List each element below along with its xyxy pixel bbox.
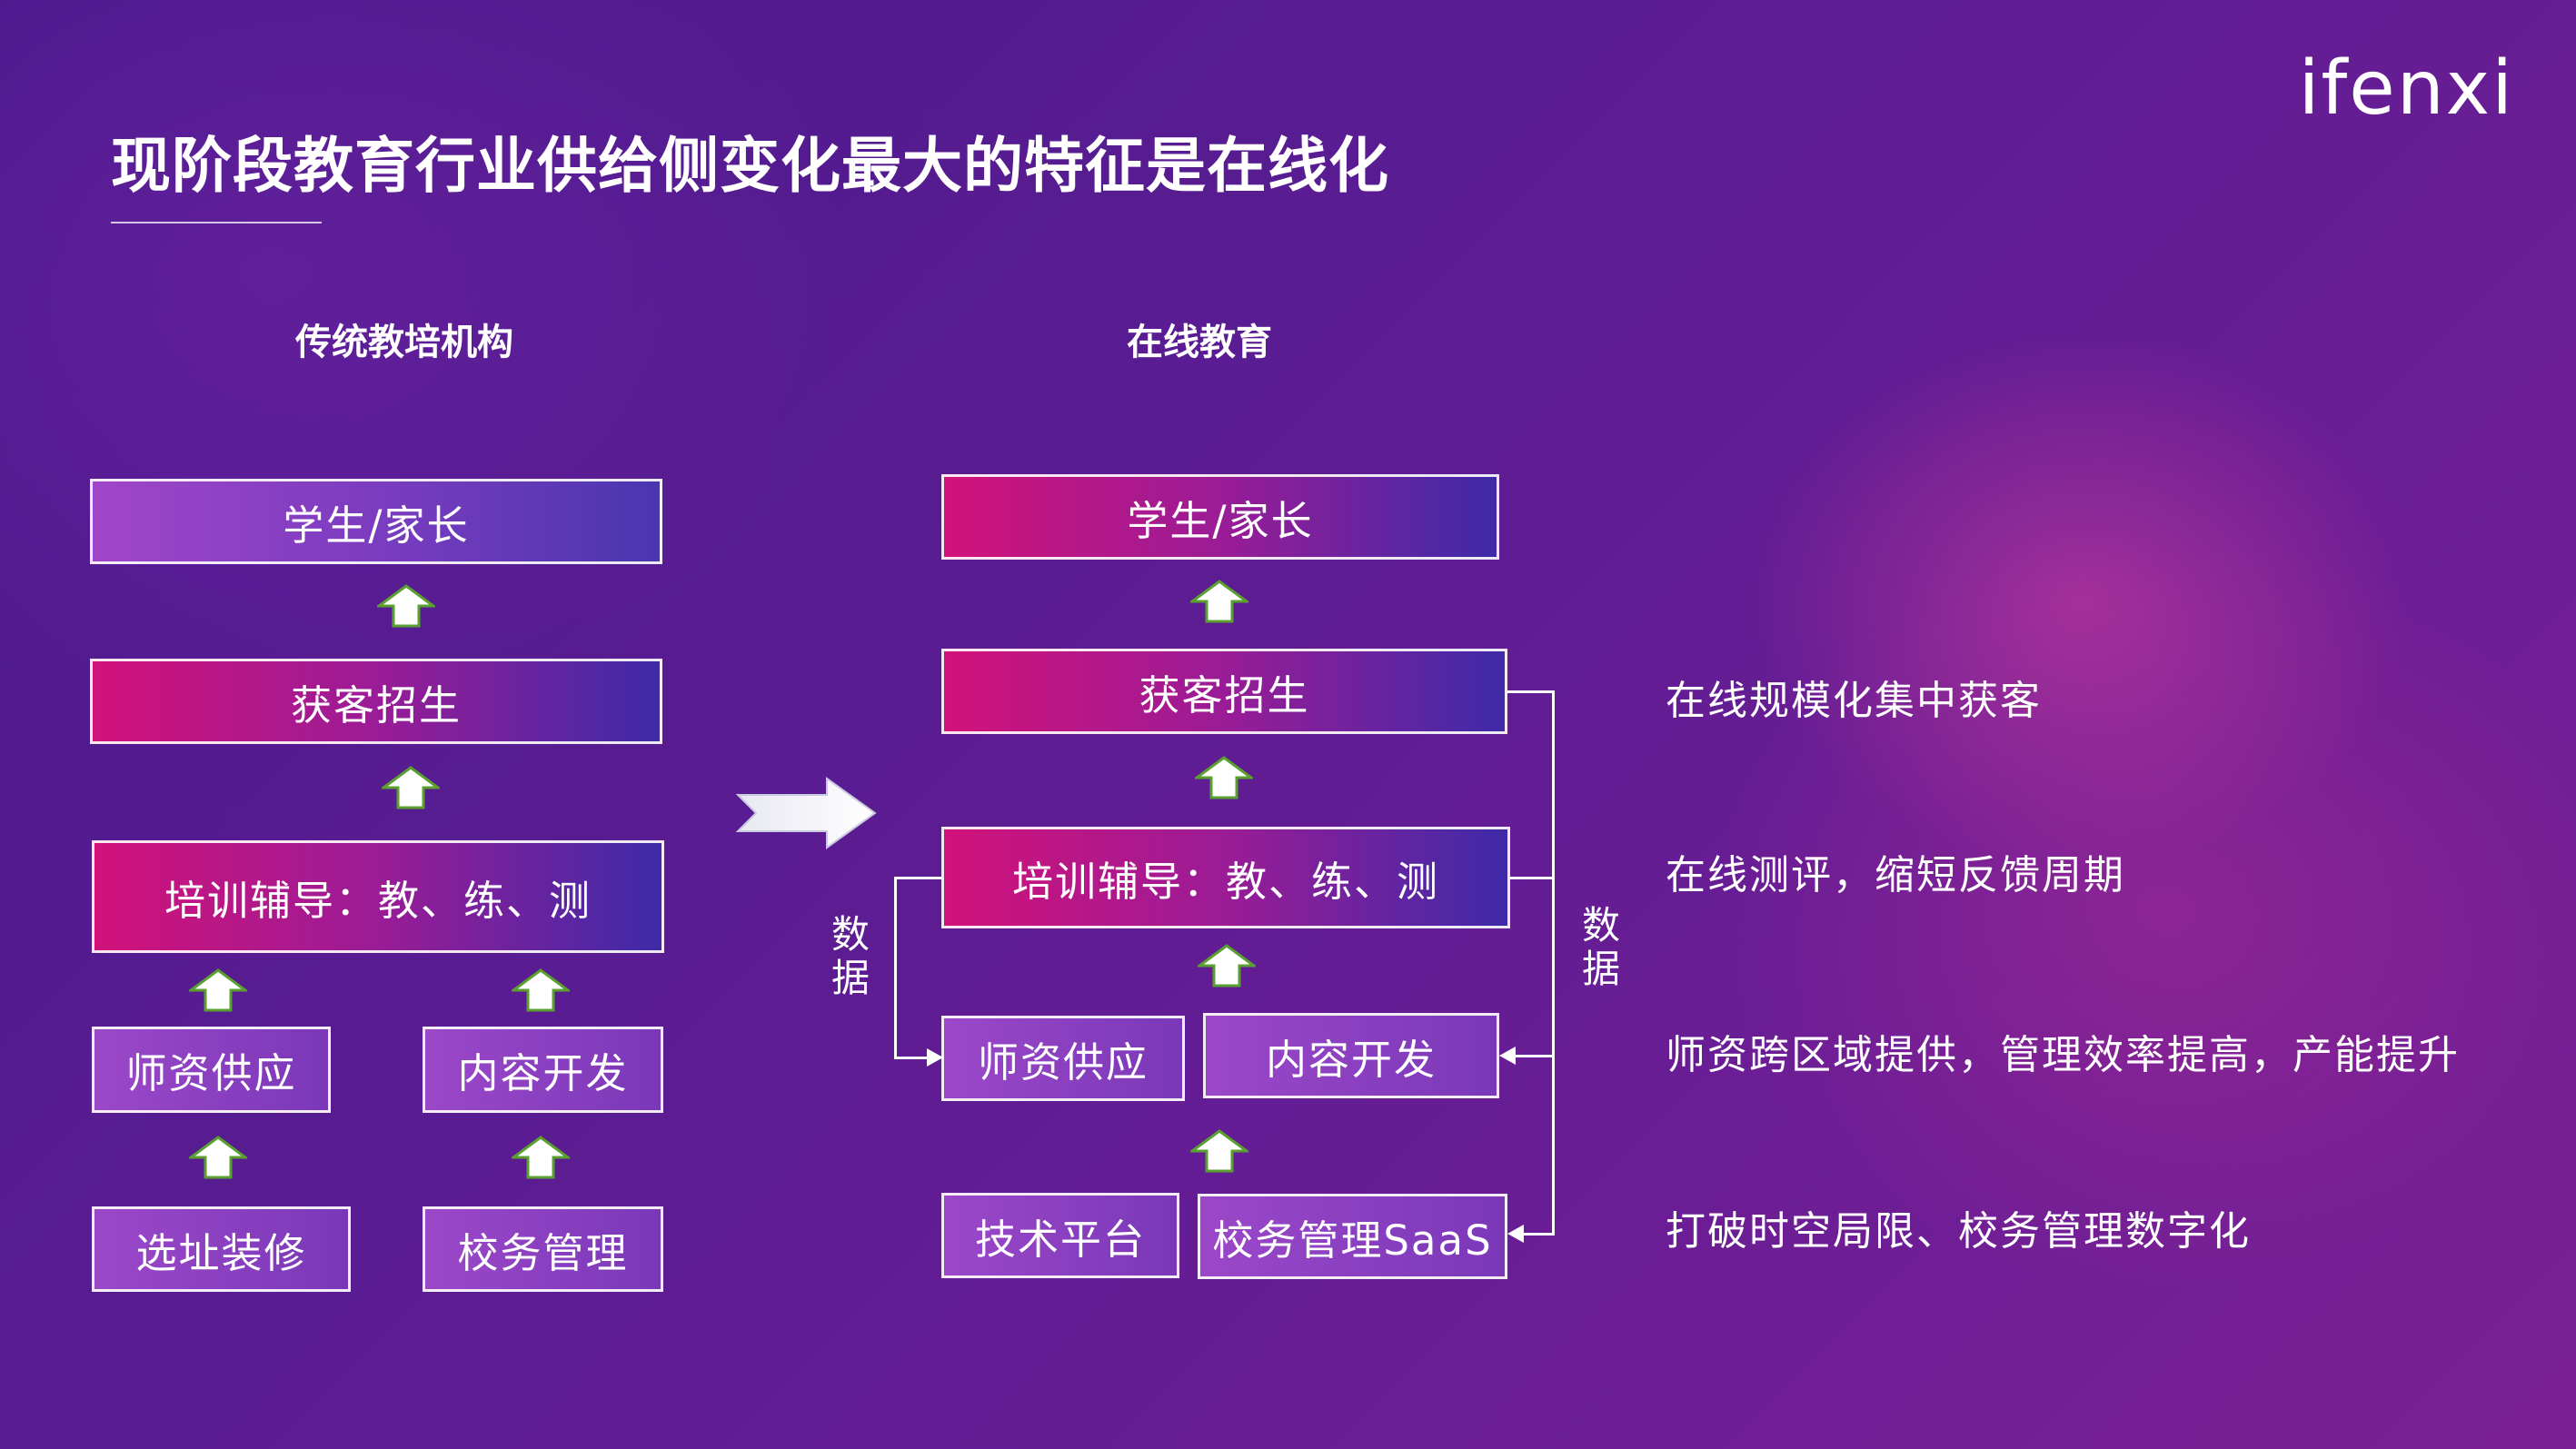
right-acquire-label: 获客招生 xyxy=(1139,670,1310,720)
right-saas-box: 校务管理SaaS xyxy=(1198,1194,1507,1279)
right-student-label: 学生/家长 xyxy=(1127,496,1314,545)
right-tech-label: 技术平台 xyxy=(974,1215,1146,1264)
data-connector-right-saas xyxy=(1524,1233,1555,1236)
up-arrow-icon xyxy=(189,968,247,1012)
up-arrow-icon xyxy=(512,968,570,1012)
left-admin-box: 校务管理 xyxy=(423,1206,663,1292)
right-saas-label: 校务管理SaaS xyxy=(1212,1216,1493,1265)
right-acquire-box: 获客招生 xyxy=(941,649,1507,734)
arrowhead-icon xyxy=(927,1048,943,1067)
up-arrow-icon xyxy=(189,1136,247,1179)
left-acquire-box: 获客招生 xyxy=(90,659,662,744)
right-tech-box: 技术平台 xyxy=(941,1193,1179,1278)
title-underline xyxy=(111,222,322,223)
right-teacher-label: 师资供应 xyxy=(977,1037,1149,1087)
note-assessment: 在线测评，缩短反馈周期 xyxy=(1666,852,2125,898)
right-teacher-box: 师资供应 xyxy=(941,1016,1185,1101)
left-student-box: 学生/家长 xyxy=(90,479,662,564)
right-student-box: 学生/家长 xyxy=(941,474,1499,560)
note-acquire: 在线规模化集中获客 xyxy=(1666,678,2042,724)
left-teach-label: 培训辅导：教、练、测 xyxy=(164,876,592,925)
right-arrow-icon xyxy=(736,777,877,849)
data-connector-left-bottom xyxy=(894,1057,930,1059)
left-teacher-label: 师资供应 xyxy=(125,1049,297,1097)
up-arrow-icon xyxy=(1190,580,1248,623)
page-title: 现阶段教育行业供给侧变化最大的特征是在线化 xyxy=(111,131,1389,201)
note-teachers: 师资跨区域提供，管理效率提高，产能提升 xyxy=(1666,1032,2460,1078)
left-site-box: 选址装修 xyxy=(92,1206,351,1292)
up-arrow-icon xyxy=(1190,1129,1248,1173)
data-connector-right-top xyxy=(1507,690,1555,693)
left-site-label: 选址装修 xyxy=(135,1228,307,1277)
left-student-label: 学生/家长 xyxy=(283,501,470,550)
left-teacher-box: 师资供应 xyxy=(92,1027,331,1113)
data-label-left: 数 据 xyxy=(830,912,870,1000)
up-arrow-icon xyxy=(1195,756,1253,799)
up-arrow-icon xyxy=(1198,944,1256,988)
data-connector-right-content xyxy=(1516,1055,1555,1057)
up-arrow-icon xyxy=(512,1136,570,1179)
data-connector-left-top xyxy=(894,877,941,879)
left-column-heading: 传统教培机构 xyxy=(295,322,513,363)
left-teach-box: 培训辅导：教、练、测 xyxy=(92,840,664,953)
left-acquire-label: 获客招生 xyxy=(290,680,462,729)
arrowhead-icon xyxy=(1507,1225,1524,1243)
right-content-label: 内容开发 xyxy=(1265,1035,1437,1084)
brand-logo: ifenxi xyxy=(2298,45,2514,132)
right-teach-box: 培训辅导：教、练、测 xyxy=(941,827,1510,928)
note-admin: 打破时空局限、校务管理数字化 xyxy=(1666,1208,2251,1255)
data-connector-right-vertical xyxy=(1552,690,1555,1236)
left-admin-label: 校务管理 xyxy=(457,1228,629,1277)
left-content-label: 内容开发 xyxy=(457,1049,629,1097)
up-arrow-icon xyxy=(382,766,440,809)
right-content-box: 内容开发 xyxy=(1203,1013,1499,1098)
right-column-heading: 在线教育 xyxy=(1127,322,1272,363)
data-label-right: 数 据 xyxy=(1581,903,1620,991)
data-connector-right-mid xyxy=(1510,877,1555,879)
left-content-box: 内容开发 xyxy=(423,1027,663,1113)
arrowhead-icon xyxy=(1499,1047,1516,1065)
data-connector-left-vertical xyxy=(894,877,897,1058)
right-teach-label: 培训辅导：教、练、测 xyxy=(1011,857,1439,906)
up-arrow-icon xyxy=(377,584,435,628)
